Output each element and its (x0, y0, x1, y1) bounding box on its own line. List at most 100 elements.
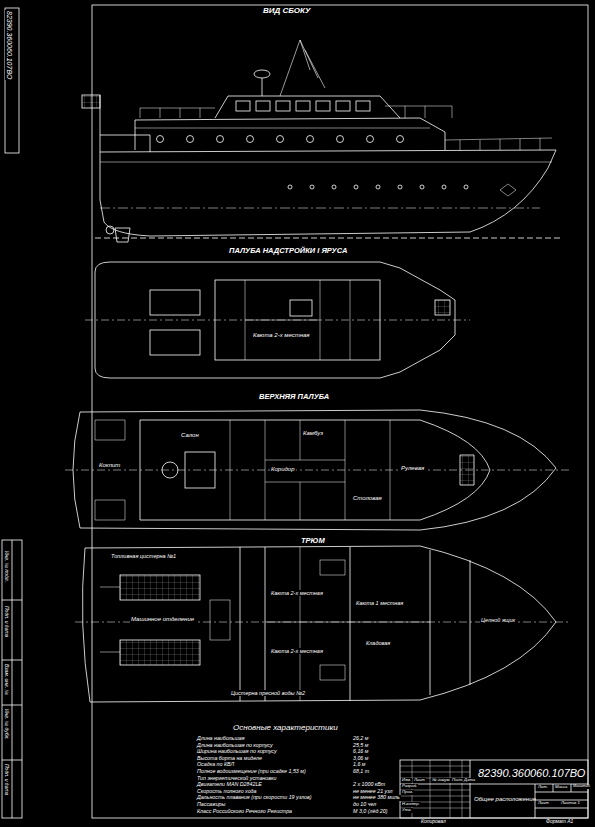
upper-deck-plan (65, 410, 570, 530)
drawing-label: Осадка по КВЛ (196, 762, 235, 768)
drawing-label: Двигатели MAN D2842LE (196, 782, 263, 788)
drawing-label: Рулевая (400, 465, 425, 472)
drawing-g (157, 101, 469, 189)
drawing-path (135, 118, 445, 150)
drawing-label: Лист (413, 778, 426, 783)
drawing-label: Лист (537, 801, 550, 806)
drawing-label: Полное водоизмещение (при осадке 1,53 м) (196, 769, 307, 775)
drawing-path (245, 280, 350, 360)
drawing-path (385, 106, 452, 118)
view-heading: ВЕРХНЯЯ ПАЛУБА (258, 393, 330, 401)
drawing-rect (150, 330, 200, 355)
drawing-rect (316, 101, 330, 111)
drawing-circle (367, 136, 374, 143)
drawing-rect (150, 290, 200, 315)
drawing-label: Высота борта на миделе (196, 756, 263, 762)
drawing-path (280, 40, 325, 96)
drawing-circle (106, 226, 114, 234)
drawing-label: 68,1 т (352, 769, 370, 775)
view-heading: ВИД СБОКУ (262, 7, 311, 16)
drawing-label: Пров. (401, 790, 414, 795)
drawing-circle (376, 185, 380, 189)
drawing-path (95, 420, 125, 520)
drawing-path (100, 587, 120, 652)
stamp-text: Инв. № дубл. (3, 708, 9, 741)
drawing-label: Ширина наибольшая по корпусу (196, 749, 278, 755)
drawing-path (100, 208, 540, 209)
drawing-label: Каюта 2-х местная (252, 332, 311, 339)
drawing-rect (296, 101, 310, 111)
drawing-label: Столовая (352, 495, 383, 502)
drawing-rect (435, 300, 450, 315)
drawing-rect (210, 600, 230, 640)
drawing-rect (320, 665, 345, 680)
drawing-path (82, 546, 556, 702)
stamp-text: Подп. и дата (3, 605, 9, 638)
drawing-circle (288, 185, 292, 189)
drawing-path (445, 138, 552, 150)
stamp-text: Инв. № подл. (3, 550, 9, 583)
drawing-label: 25,5 м (352, 743, 369, 749)
drawing-label: Салон (180, 432, 200, 439)
drawing-label: 26,2 м (352, 736, 369, 742)
drawing-path (262, 78, 263, 96)
drawing-path (240, 547, 470, 701)
drawing-path (100, 150, 556, 236)
drawing-label: Каюта 1 местная (355, 600, 404, 606)
drawing-label: Камбуз (302, 430, 324, 437)
stamp-text: 82390.360060.107ВО (5, 10, 13, 80)
drawing-label: Листов 1 (560, 801, 581, 806)
drawing-label: 2 х 1000 кВт (352, 782, 386, 788)
drawing-path (400, 766, 470, 808)
drawing-label: Дальность плавания (при скорости 19 узло… (196, 795, 313, 801)
drawing-circle (307, 136, 314, 143)
drawing-label: Топливная цистерна №1 (110, 553, 177, 559)
drawing-path (95, 262, 455, 378)
drawing-rect (400, 760, 588, 818)
drawing-rect (185, 452, 215, 488)
drawing-path (215, 96, 400, 118)
drawing-label: Масса (554, 785, 568, 790)
drawing-label: до 10 чел (352, 802, 377, 808)
drawing-path (100, 95, 101, 135)
drawing-circle (420, 185, 424, 189)
drawing-label: Пассажиры (196, 802, 226, 808)
drawing-path (2, 540, 22, 818)
title-block (400, 760, 588, 818)
drawing-label: 6,16 м (352, 749, 369, 755)
drawing-label: Копировал (420, 819, 447, 825)
stamp-text: Подп. и дата (3, 763, 9, 796)
drawing-ellipse (254, 70, 270, 78)
drawing-path (412, 760, 462, 818)
drawing-label: 3,06 м (352, 756, 369, 762)
drawing-name: Общее расположение (474, 796, 536, 803)
drawing-path (73, 410, 556, 530)
drawing-label: Дата (463, 778, 476, 783)
drawing-label: Утв. (401, 808, 413, 813)
drawing-rect (356, 101, 370, 111)
drawing-label: Кокпит (98, 462, 121, 469)
drawing-label: Разраб. (401, 784, 418, 789)
drawing-label: Длина наибольшая по корпусу (196, 743, 274, 749)
drawing-label: Класс Российского Речного Регистра (196, 809, 293, 815)
drawing-rect (236, 101, 250, 111)
drawing-path (100, 162, 552, 163)
drawing-circle (398, 185, 402, 189)
drawing-circle (277, 136, 284, 143)
drawing-label: не менее 380 миль (352, 795, 401, 801)
frame (2, 5, 588, 818)
drawing-rect (336, 101, 350, 111)
drawing-rect (120, 640, 200, 665)
drawing-label: Тип энергетической установки (196, 776, 277, 782)
drawing-label: Каюта 2-х местная (270, 648, 324, 654)
drawing-rect (2, 540, 22, 818)
drawing-rect (320, 560, 345, 575)
drawing-circle (310, 185, 314, 189)
drawing-circle (247, 136, 254, 143)
drawing-path (115, 228, 130, 242)
drawing-circle (332, 185, 336, 189)
drawing-rect (120, 575, 200, 600)
drawing-path (460, 455, 474, 485)
drawing-label: Формат А1 (545, 819, 574, 825)
